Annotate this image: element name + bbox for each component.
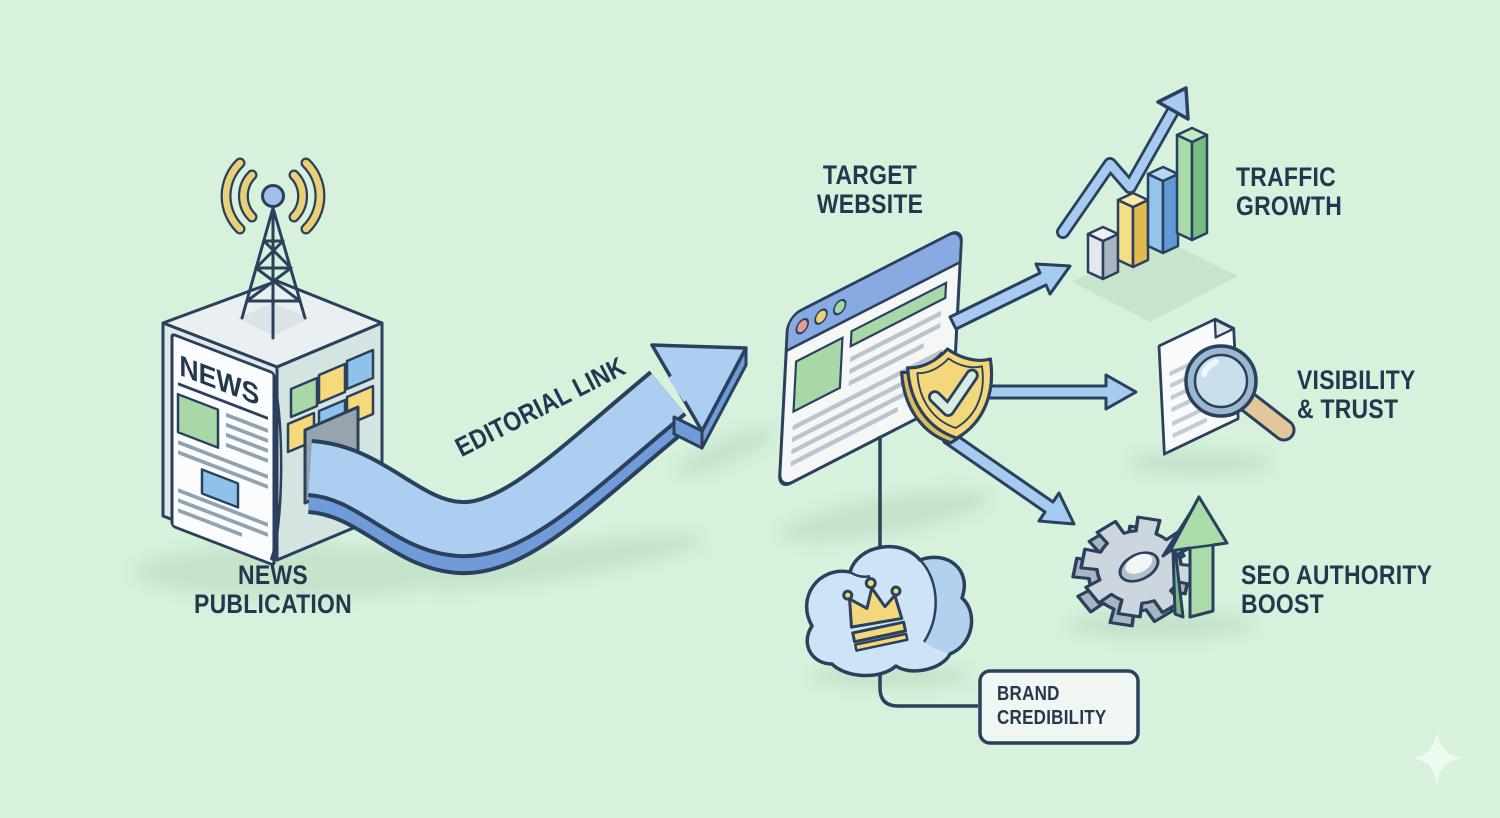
gear-icon [1071,515,1199,628]
news-publication-line2: PUBLICATION [194,588,352,619]
radio-waves-icon [220,157,326,235]
arrow-to-visibility [984,373,1138,411]
green-up-arrow-icon [1161,495,1229,619]
arrow-to-seo [942,430,1076,526]
browser-window-icon [778,231,963,486]
shield-check-icon [900,347,994,445]
crown-icon [842,577,909,652]
browser-hero-image [792,335,844,414]
bar-chart-icon [1056,86,1238,322]
bars-platform [1072,238,1238,322]
brand-credibility-label: BRAND CREDIBILITY [997,683,1107,729]
newspaper-icon: NEWS [170,333,283,566]
visibility-trust-label: VISIBILITY & TRUST [1297,365,1416,424]
editorial-arrow-icon [306,343,748,576]
ground-shadows [135,427,1272,688]
target-website-label: TARGET WEBSITE [801,161,939,219]
browser-header [784,231,963,354]
target-website-line2: WEBSITE [816,188,924,219]
magnifier-icon [1184,344,1296,442]
browser-headline-bar [849,281,948,349]
traffic-growth-label: TRAFFIC GROWTH [1236,162,1343,221]
outcome-arrows [942,262,1138,526]
growth-zigzag-arrow-icon [1056,86,1190,239]
news-publication-line1: NEWS [238,560,308,590]
head-shaft-join [668,358,712,402]
news-publication-label: NEWS PUBLICATION [184,561,363,619]
browser-traffic-dots [795,298,847,335]
target-website-line1: TARGET [822,160,918,190]
antenna-icon [240,184,307,340]
brand-credibility-box [978,669,1140,745]
seo-authority-label: SEO AUTHORITY BOOST [1241,560,1433,619]
arrow-to-traffic [948,262,1072,331]
sparkle-icon [1411,731,1463,785]
cloud-icon [805,545,974,678]
connector-line [878,436,978,708]
